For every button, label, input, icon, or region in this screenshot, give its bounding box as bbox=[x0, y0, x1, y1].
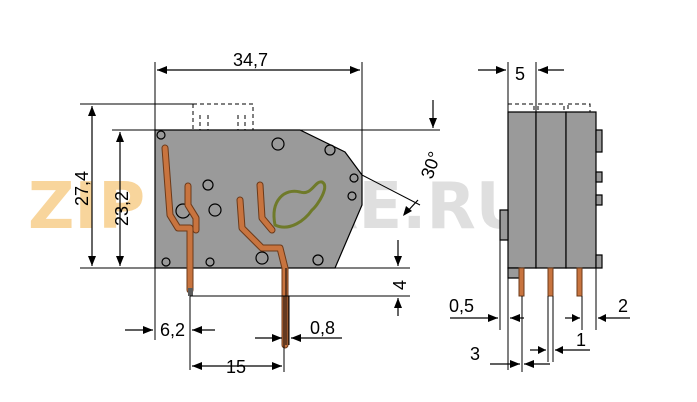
dim-pin-length: 4 bbox=[390, 280, 410, 290]
side-housing-1 bbox=[507, 111, 537, 269]
side-housing-2 bbox=[535, 111, 567, 269]
lever-outline-dashed bbox=[192, 103, 254, 131]
side-dimensions: 5 0,5 3 1 2 bbox=[449, 62, 630, 372]
side-housing-3 bbox=[565, 111, 597, 269]
watermark-zip: ZIP bbox=[28, 170, 145, 244]
side-pins bbox=[518, 267, 583, 297]
front-view bbox=[154, 103, 363, 349]
copper-contacts bbox=[161, 144, 289, 349]
dim-side-pin: 1 bbox=[576, 330, 586, 350]
dim-edge-offset: 6,2 bbox=[160, 320, 185, 340]
dim-side-right: 2 bbox=[618, 296, 628, 316]
dim-pitch: 15 bbox=[226, 357, 246, 377]
clamp-spring bbox=[272, 180, 327, 229]
dim-height-body: 23,2 bbox=[112, 191, 132, 226]
dim-side-offset: 0,5 bbox=[449, 296, 474, 316]
dim-side-left: 3 bbox=[470, 344, 480, 364]
dim-pin-thickness: 0,8 bbox=[310, 318, 335, 338]
pin-left bbox=[188, 288, 193, 296]
side-view bbox=[499, 103, 603, 297]
front-dimensions: 34,7 27,4 23,2 30° 4 6,2 bbox=[72, 50, 445, 377]
dim-overall-width: 34,7 bbox=[233, 50, 268, 70]
dim-side-width: 5 bbox=[515, 64, 525, 84]
dim-height-total: 27,4 bbox=[72, 171, 92, 206]
